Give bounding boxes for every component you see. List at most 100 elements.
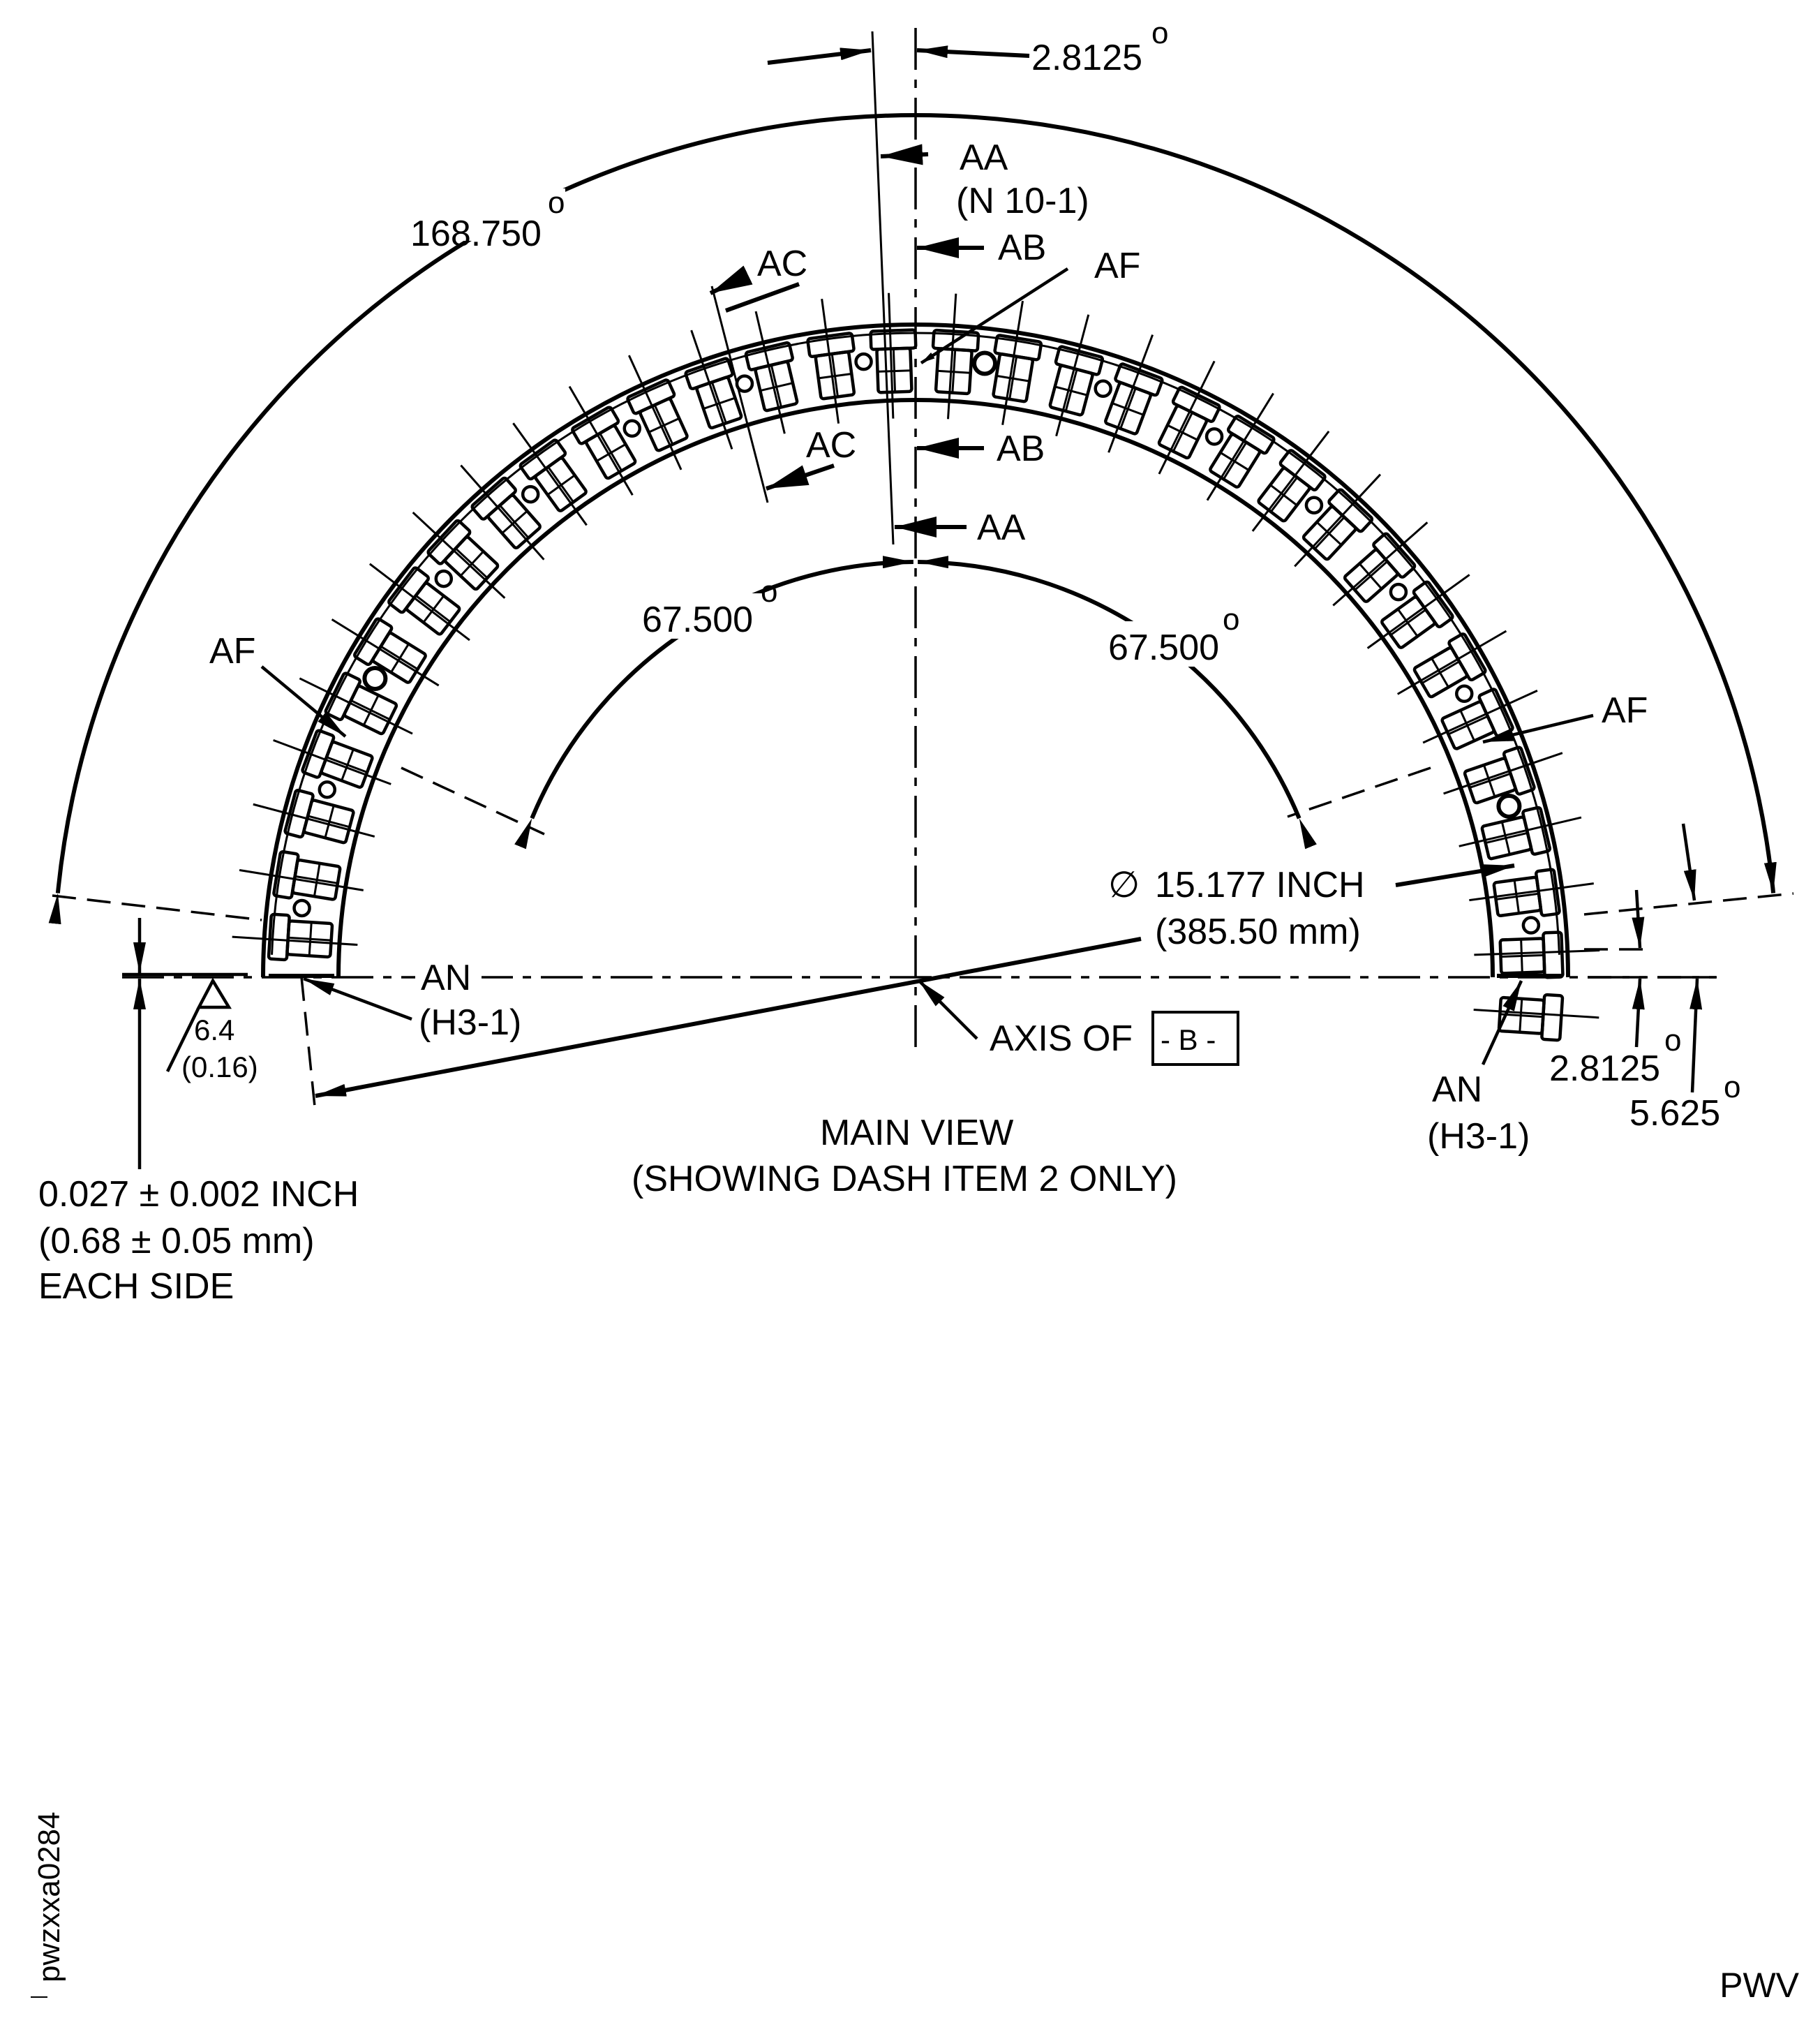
outer-angle-degree: o (548, 186, 565, 220)
outer-arc-extension-right (1583, 892, 1794, 916)
hole-icon (292, 898, 311, 918)
ring-segment (626, 355, 689, 470)
figure-id: pwzxxa0284 (28, 1787, 70, 1998)
bottom-angle-1-value: 2.8125 (1549, 1048, 1660, 1089)
diameter-symbol: ∅ (1108, 865, 1140, 905)
angle-2.8125-arrow-down (1632, 889, 1645, 949)
section-line-ac (710, 285, 769, 503)
an-left-ref: (H3-1) (419, 1002, 521, 1043)
top-angle-arrow-right (916, 45, 1030, 59)
bottom-angle-2-value: 5.625 (1629, 1093, 1720, 1134)
af-hole-icon (1496, 793, 1522, 819)
ring-segment (568, 385, 637, 496)
view-title: MAIN VIEW (820, 1113, 1013, 1153)
af-left-leader (260, 665, 347, 738)
hole-icon (318, 780, 337, 799)
hole-icon (521, 484, 540, 504)
an-right-ref: (H3-1) (1427, 1116, 1530, 1157)
af-hole-icon (972, 350, 998, 376)
af-left-label: AF (209, 631, 255, 672)
hole-icon (1521, 916, 1541, 935)
left-inner-angle-value: 67.500 (642, 600, 753, 640)
aa-upper-label: AA (960, 138, 1008, 178)
ring-segment (1473, 993, 1599, 1042)
surface-finish-alt: (0.16) (181, 1051, 258, 1083)
outer-arc-extension-left (52, 894, 262, 921)
hole-icon (1304, 496, 1324, 515)
axis-leader (917, 979, 978, 1040)
hole-icon (1454, 684, 1474, 704)
ring-segment (744, 311, 799, 434)
hole-icon (1094, 379, 1112, 399)
ring-segment (1104, 334, 1164, 453)
right-67-extension (1287, 766, 1431, 818)
ring-segment (684, 329, 743, 450)
diameter-mm: (385.50 mm) (1155, 912, 1361, 952)
left-inner-angle-degree: o (761, 574, 777, 609)
bottom-angle-1-degree: o (1664, 1023, 1681, 1058)
ring-segment (368, 563, 470, 641)
an-left-label: AN (421, 958, 471, 998)
outer-angle-arc (48, 113, 1777, 925)
angle-2.8125-arrow-up (1632, 978, 1645, 1048)
ring-segment (1157, 360, 1221, 475)
aa-lower-label: AA (977, 507, 1026, 548)
an-right-leader (1481, 980, 1523, 1065)
axis-of-label: AXIS OF (990, 1018, 1133, 1059)
ring-segment (931, 293, 980, 420)
thickness-line2: (0.68 ± 0.05 mm) (38, 1221, 315, 1261)
ring-segment (1366, 574, 1470, 649)
ring-segment (412, 511, 506, 599)
ac-upper-arrow (709, 265, 753, 295)
ring-segment (1251, 430, 1330, 532)
hole-icon (434, 569, 454, 588)
hole-icon (622, 419, 642, 438)
ring-segment (1459, 806, 1582, 861)
ring-segment (253, 788, 375, 845)
ac-lower-arrow (766, 463, 835, 491)
ring-segment (1206, 392, 1276, 501)
ring-segment (331, 617, 440, 687)
af-right-label: AF (1602, 690, 1648, 731)
outer-angle-value: 168.750 (410, 214, 542, 254)
top-angle-degree: o (1151, 16, 1168, 50)
datum-frame (1151, 1011, 1239, 1066)
diameter-inch: 15.177 INCH (1155, 865, 1365, 905)
ring-segment (1048, 314, 1105, 437)
section-line-aa (871, 31, 895, 545)
top-angle-arrow-left (767, 47, 872, 65)
right-inner-angle-degree: o (1223, 602, 1239, 637)
figure-id-text: pwzxxa0284 (32, 1811, 66, 1982)
aa-upper-arrow (880, 144, 929, 165)
right-inner-angle-arc (918, 556, 1317, 850)
ring-segment (1443, 746, 1563, 805)
corner-code: PWV (1720, 1966, 1799, 2005)
ring-segment (992, 300, 1043, 425)
ac-upper-label: AC (757, 244, 807, 284)
hole-icon (854, 352, 873, 371)
ring-segment (1332, 521, 1429, 607)
ring-segment (806, 299, 856, 424)
hole-icon (1204, 427, 1224, 446)
aa-ref-label: (N 10-1) (956, 181, 1089, 221)
af-top-label: AF (1094, 246, 1140, 286)
af-top-leader (920, 267, 1069, 364)
an-left-leader (303, 977, 412, 1021)
diameter-leader-upper (1395, 863, 1515, 887)
ring-segment (1294, 473, 1382, 568)
ab-lower-label: AB (997, 429, 1045, 469)
thickness-line1: 0.027 ± 0.002 INCH (38, 1174, 359, 1215)
ring-segment (1396, 630, 1507, 699)
right-inner-angle-value: 67.500 (1108, 628, 1219, 668)
angle-5.625-arrow-up (1690, 978, 1703, 1093)
ac-lower-label: AC (806, 425, 856, 466)
bottom-angle-2-degree: o (1724, 1070, 1740, 1104)
hole-icon (1389, 582, 1408, 602)
af-hole-icon (362, 665, 388, 691)
top-angle-value: 2.8125 (1031, 38, 1142, 78)
surface-finish-value: 6.4 (194, 1014, 234, 1046)
thickness-line3: EACH SIDE (38, 1266, 234, 1307)
ring-segment (460, 464, 545, 561)
ring-segment (1422, 688, 1538, 750)
